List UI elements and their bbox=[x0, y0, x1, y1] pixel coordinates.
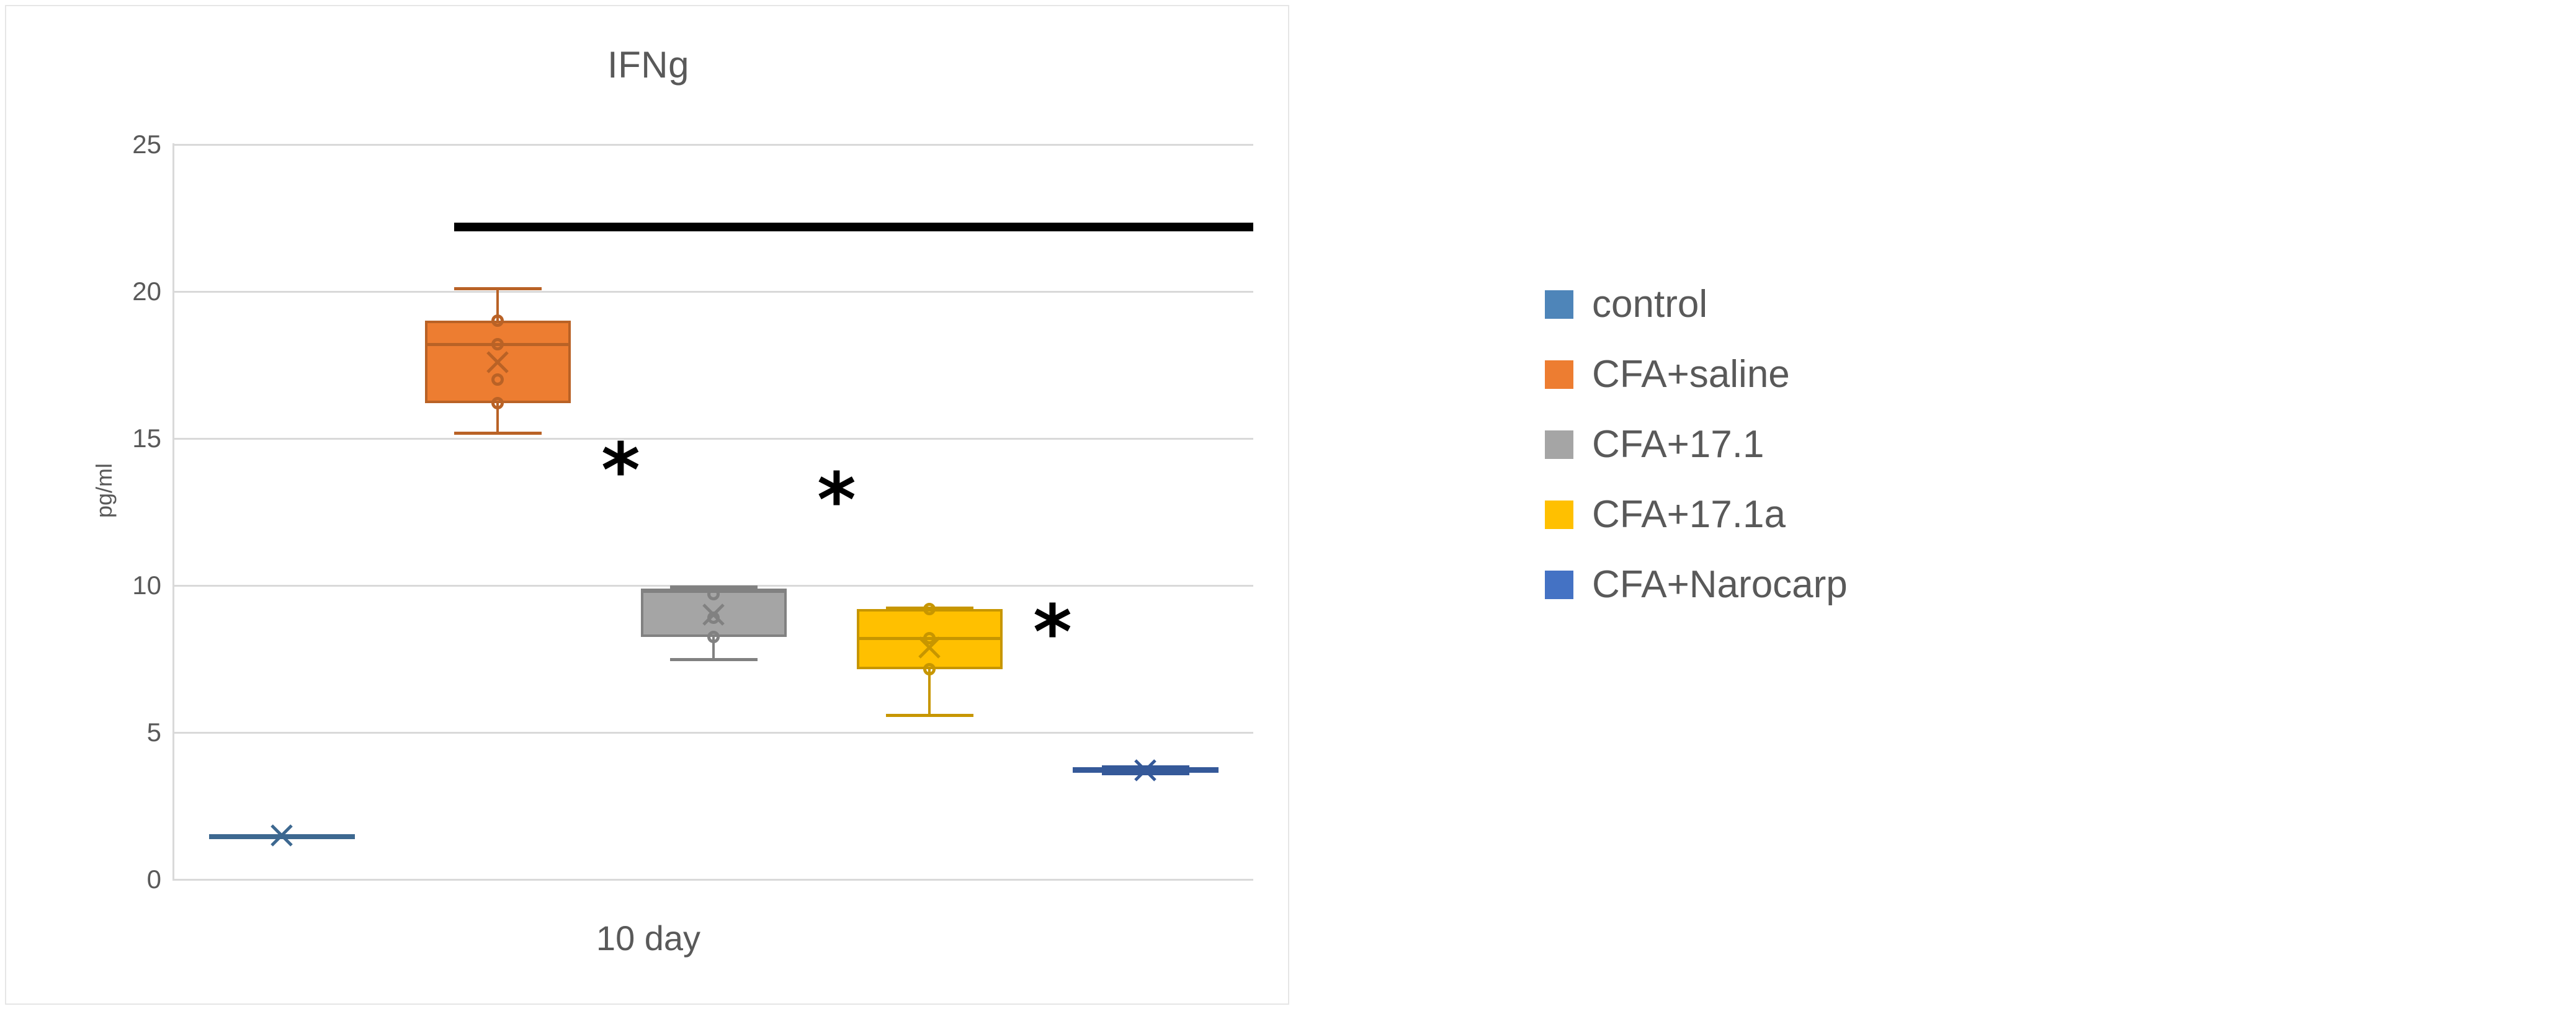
y-axis-tick-label: 25 bbox=[132, 130, 161, 159]
y-axis-tick-label: 0 bbox=[146, 865, 161, 894]
gridline bbox=[174, 438, 1253, 440]
box-plot-control[interactable] bbox=[174, 145, 1253, 879]
legend-swatch-icon bbox=[1545, 360, 1573, 389]
data-point bbox=[491, 373, 504, 386]
mean-marker-x-icon bbox=[268, 822, 295, 849]
whisker-lower bbox=[496, 403, 499, 433]
legend-label: control bbox=[1592, 283, 1708, 326]
plot-area: * * * bbox=[174, 144, 1253, 881]
legend-item[interactable]: CFA+17.1 bbox=[1545, 422, 1848, 466]
significance-asterisk: * bbox=[1033, 589, 1072, 676]
mean-marker-x-icon bbox=[484, 349, 511, 376]
whisker-cap-lower bbox=[669, 657, 758, 661]
gridline bbox=[174, 144, 1253, 146]
legend-swatch-icon bbox=[1545, 430, 1573, 459]
legend-label: CFA+saline bbox=[1592, 353, 1790, 396]
data-point bbox=[707, 630, 720, 643]
box-plot-cfa-narocarp[interactable] bbox=[174, 145, 1253, 879]
mean-marker-x-icon bbox=[700, 601, 727, 628]
mean-marker-x-icon bbox=[1132, 757, 1159, 784]
whisker-cap-lower bbox=[1101, 772, 1189, 776]
legend-item[interactable]: CFA+Narocarp bbox=[1545, 563, 1848, 607]
box-plot-cfa-17-1[interactable] bbox=[174, 145, 1253, 879]
whisker-cap-lower bbox=[454, 431, 542, 435]
legend-swatch-icon bbox=[1545, 290, 1573, 319]
y-axis-tick-labels: 25 20 15 10 5 0 bbox=[62, 130, 161, 894]
data-point bbox=[491, 338, 504, 351]
significance-asterisk: * bbox=[817, 457, 856, 544]
data-point bbox=[923, 632, 936, 645]
y-axis-tick-label: 20 bbox=[132, 277, 161, 306]
significance-bar bbox=[454, 222, 1253, 231]
whisker-upper bbox=[496, 288, 499, 321]
legend-item[interactable]: CFA+17.1a bbox=[1545, 492, 1848, 536]
y-axis-line bbox=[172, 143, 174, 881]
y-axis-tick-label: 10 bbox=[132, 571, 161, 600]
legend-label: CFA+Narocarp bbox=[1592, 563, 1848, 606]
y-axis-tick-label: 5 bbox=[146, 718, 161, 747]
chart-title: IFNg bbox=[607, 44, 690, 86]
whisker-cap-upper bbox=[669, 585, 758, 589]
legend-swatch-icon bbox=[1545, 570, 1573, 599]
legend-label: CFA+17.1 bbox=[1592, 423, 1764, 466]
gridline bbox=[174, 291, 1253, 293]
whisker-lower bbox=[928, 669, 931, 715]
whisker-cap-upper bbox=[1101, 765, 1189, 768]
gridline bbox=[174, 732, 1253, 734]
data-point bbox=[491, 397, 504, 410]
whisker-cap-lower bbox=[885, 713, 973, 717]
box-plot-cfa-saline[interactable] bbox=[174, 145, 1253, 879]
x-axis-label: 10 day bbox=[596, 919, 701, 958]
data-point bbox=[923, 663, 936, 676]
legend-item[interactable]: control bbox=[1545, 282, 1848, 326]
box-plot-cfa-17-1a[interactable] bbox=[174, 145, 1253, 879]
legend-item[interactable]: CFA+saline bbox=[1545, 352, 1848, 396]
legend-label: CFA+17.1a bbox=[1592, 493, 1786, 536]
significance-asterisk: * bbox=[601, 428, 640, 515]
mean-marker-x-icon bbox=[916, 634, 943, 661]
data-point bbox=[707, 588, 720, 601]
legend-swatch-icon bbox=[1545, 500, 1573, 529]
y-axis-tick-label: 15 bbox=[132, 424, 161, 453]
whisker-lower bbox=[712, 636, 715, 659]
whisker-cap-upper bbox=[454, 287, 542, 291]
data-point bbox=[923, 602, 936, 615]
data-point bbox=[491, 314, 504, 327]
gridline bbox=[174, 879, 1253, 881]
